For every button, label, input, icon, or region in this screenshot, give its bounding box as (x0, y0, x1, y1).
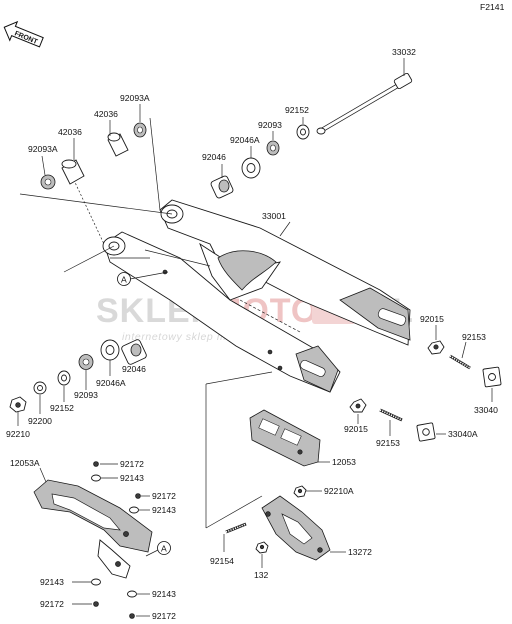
label-42036-b: 42036 (58, 127, 82, 137)
label-92153-low: 92153 (376, 438, 400, 448)
svg-text:A: A (121, 275, 127, 285)
collar-92046A-right (241, 157, 261, 179)
label-92093-left: 92093 (74, 390, 98, 400)
chain-slider-12053A (33, 479, 153, 579)
label-33001: 33001 (262, 211, 286, 221)
collar-92152-right (296, 124, 310, 140)
bearing-92046-left (121, 339, 147, 365)
ref-marker-a-upper: A (117, 271, 169, 286)
nut-92210A (293, 485, 307, 498)
label-92152-top: 92152 (285, 105, 309, 115)
label-92154: 92154 (210, 556, 234, 566)
bushing-42036-b (61, 159, 85, 185)
bolt-92172-a (93, 461, 99, 467)
label-92046-left: 92046 (122, 364, 146, 374)
label-92093A-left: 92093A (28, 144, 58, 154)
adjuster-33040A (416, 422, 436, 442)
label-92143-d: 92143 (152, 589, 176, 599)
nut-92210 (9, 396, 27, 413)
adjuster-33040 (482, 366, 502, 388)
label-92046A-left: 92046A (96, 378, 126, 388)
label-92015-low: 92015 (344, 424, 368, 434)
bolt-92172-b (135, 493, 141, 499)
label-13272: 13272 (348, 547, 372, 557)
washer-92143-c (91, 578, 101, 586)
chain-guide-13272 (261, 495, 331, 561)
label-92210: 92210 (6, 429, 30, 439)
label-33032: 33032 (392, 47, 416, 57)
label-33040A: 33040A (448, 429, 478, 439)
label-92172-c: 92172 (40, 599, 64, 609)
label-92143-c: 92143 (40, 577, 64, 587)
label-92046-right: 92046 (202, 152, 226, 162)
label-12053A: 12053A (10, 458, 40, 468)
bolt-92172-d (129, 613, 135, 619)
bolt-92153-low (379, 408, 403, 422)
label-92143-a: 92143 (120, 473, 144, 483)
label-92046A-right: 92046A (230, 135, 260, 145)
washer-92200 (33, 381, 47, 395)
label-92093-right: 92093 (258, 120, 282, 130)
swingarm (102, 199, 411, 393)
ref-marker-a-lower: A (145, 541, 171, 557)
label-132: 132 (254, 570, 269, 580)
chain-guide-12053 (249, 409, 321, 467)
seal-92093-right (266, 140, 280, 156)
label-42036-a: 42036 (94, 109, 118, 119)
label-92172-a: 92172 (120, 459, 144, 469)
bolt-92172-c (93, 601, 99, 607)
label-33040: 33040 (474, 405, 498, 415)
diagram-code: F2141 (480, 2, 505, 12)
label-12053: 12053 (332, 457, 356, 467)
seal-92093A-top (133, 122, 147, 138)
label-92015-right: 92015 (420, 314, 444, 324)
collar-92046A-left (100, 339, 120, 361)
label-92153-right: 92153 (462, 332, 486, 342)
front-arrow-icon: FRONT (3, 20, 44, 48)
nut-92015-right (427, 340, 445, 355)
bolt-132 (255, 541, 269, 554)
label-92172-d: 92172 (152, 611, 176, 621)
nut-92015-low (349, 398, 367, 413)
seal-92093A-left (40, 174, 56, 190)
washer-92143-b (129, 506, 139, 514)
collar-92152-left (57, 370, 71, 386)
bushing-42036-a (107, 132, 129, 157)
seal-92093-left (78, 354, 94, 370)
label-92210A: 92210A (324, 486, 354, 496)
pivot-shaft (316, 72, 413, 135)
label-92143-b: 92143 (152, 505, 176, 515)
label-92093A-top: 92093A (120, 93, 150, 103)
label-92172-b: 92172 (152, 491, 176, 501)
bearing-92046-right (210, 175, 234, 199)
washer-92143-a (91, 474, 101, 482)
label-92200: 92200 (28, 416, 52, 426)
bolt-92154 (225, 522, 247, 534)
svg-text:A: A (161, 544, 167, 554)
bolt-92153-right (449, 354, 471, 370)
washer-92143-d (127, 590, 137, 598)
label-92152-left: 92152 (50, 403, 74, 413)
